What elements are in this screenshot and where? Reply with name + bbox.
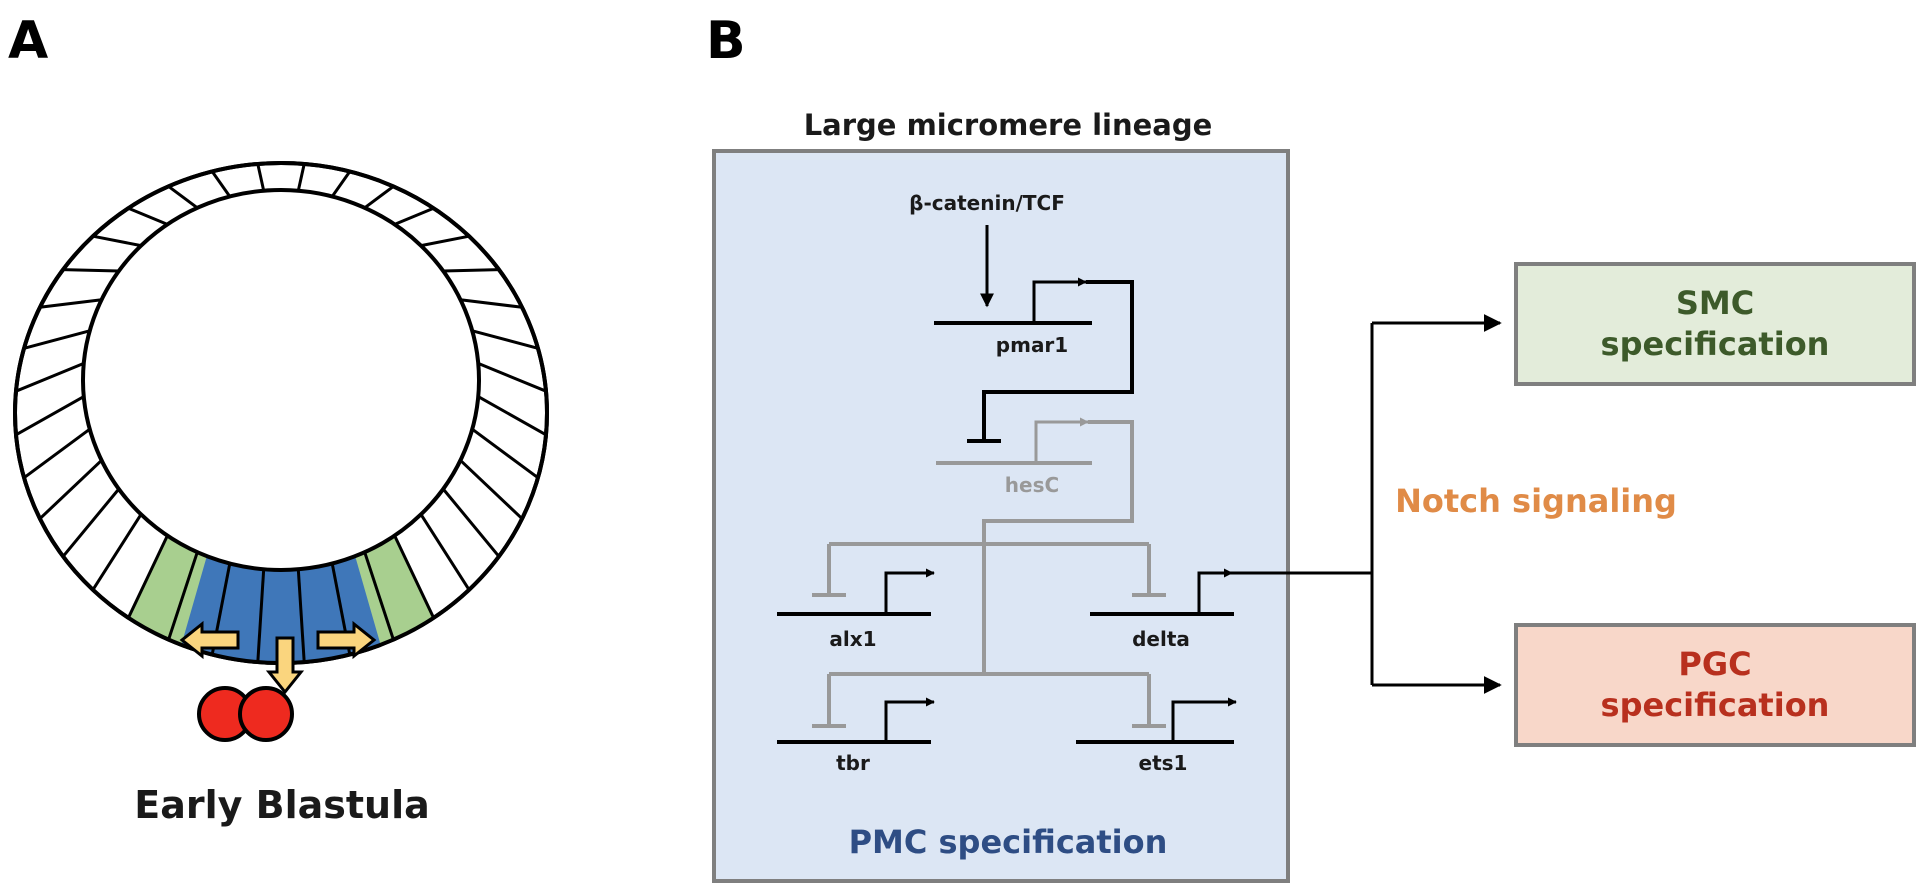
delta-label: delta — [1132, 627, 1190, 651]
blastula-caption: Early Blastula — [134, 783, 430, 827]
leftward-arrow-icon — [179, 620, 240, 660]
delta-gene: delta — [1090, 568, 1234, 651]
cell-wall — [256, 569, 266, 663]
cell-wall — [477, 395, 547, 437]
beta-catenin-label: β-catenin/TCF — [909, 191, 1065, 215]
pgc-label-line1: PGC — [1678, 645, 1751, 683]
cell-walls — [15, 163, 547, 663]
cell-wall — [460, 298, 523, 309]
cell-wall — [420, 234, 470, 248]
lineage-box-title: Large micromere lineage — [804, 108, 1213, 142]
hesc-output-trunk — [982, 420, 1134, 674]
cell-wall — [256, 163, 266, 192]
cell-wall — [15, 362, 85, 393]
cell-wall — [393, 534, 435, 619]
cell-wall — [127, 534, 169, 619]
cell-wall — [15, 395, 85, 437]
smc-label-line2: specification — [1601, 325, 1830, 363]
cell-wall — [61, 488, 120, 558]
cell-wall — [363, 551, 395, 641]
cell-wall — [210, 170, 232, 198]
blastula-embryo — [13, 161, 549, 742]
cell-wall — [167, 185, 199, 210]
pmar1-gene: pmar1 — [934, 277, 1092, 357]
pmar1-to-hesc-link — [982, 280, 1134, 441]
cell-wall — [471, 329, 539, 350]
notch-signaling-label: Notch signaling — [1395, 482, 1677, 520]
cell-wall — [419, 513, 471, 591]
cell-wall — [23, 427, 91, 479]
cell-wall — [167, 551, 199, 641]
rightward-arrow-icon — [316, 620, 377, 660]
cell-wall — [330, 170, 352, 198]
pmc-specification-label: PMC specification — [849, 823, 1168, 861]
hesc-gene: hesC — [936, 417, 1092, 497]
cell-wall — [127, 206, 168, 226]
hesc-repression-network — [812, 420, 1166, 728]
ets1-promoter-arrow — [1171, 697, 1237, 742]
cell-wall — [23, 329, 91, 350]
smc-specification-box — [1514, 262, 1916, 386]
cell-wall — [477, 362, 547, 393]
alx1-label: alx1 — [829, 627, 876, 651]
panel-a-letter: A — [8, 11, 48, 71]
cell-wall — [363, 185, 395, 210]
cell-wall — [38, 459, 103, 520]
small-micromere-right — [238, 686, 294, 742]
cell-wall — [296, 569, 306, 663]
cell-wall — [63, 268, 119, 273]
cell-wall — [296, 163, 306, 192]
cell-wall — [459, 459, 524, 520]
cell-wall — [471, 427, 539, 479]
ets1-gene: ets1 — [1076, 697, 1237, 775]
cell-wall — [442, 488, 501, 558]
cell-wall — [92, 234, 142, 248]
pmar1-label: pmar1 — [996, 333, 1068, 357]
delta-promoter-arrow — [1197, 568, 1233, 614]
smc-label-line1: SMC — [1676, 284, 1754, 322]
pgc-label-line2: specification — [1601, 686, 1830, 724]
tbr-label: tbr — [836, 751, 870, 775]
tbr-promoter-arrow — [884, 697, 935, 742]
alx1-promoter-arrow — [884, 568, 935, 614]
blastocoel — [81, 188, 481, 572]
cell-wall — [39, 298, 102, 309]
hesc-promoter-arrow — [1034, 417, 1089, 463]
downward-arrow-icon — [265, 636, 305, 695]
hesc-label: hesC — [1005, 473, 1059, 497]
pgc-specification-box — [1514, 623, 1916, 747]
large-micromere-lineage-box — [712, 149, 1290, 883]
cell-wall — [91, 513, 143, 591]
tbr-gene: tbr — [777, 697, 935, 775]
ets1-label: ets1 — [1139, 751, 1188, 775]
cell-wall — [394, 206, 435, 226]
cell-wall — [443, 268, 499, 273]
alx1-gene: alx1 — [777, 568, 935, 651]
pmar1-promoter-arrow — [1032, 277, 1087, 323]
panel-b-letter: B — [706, 11, 746, 71]
